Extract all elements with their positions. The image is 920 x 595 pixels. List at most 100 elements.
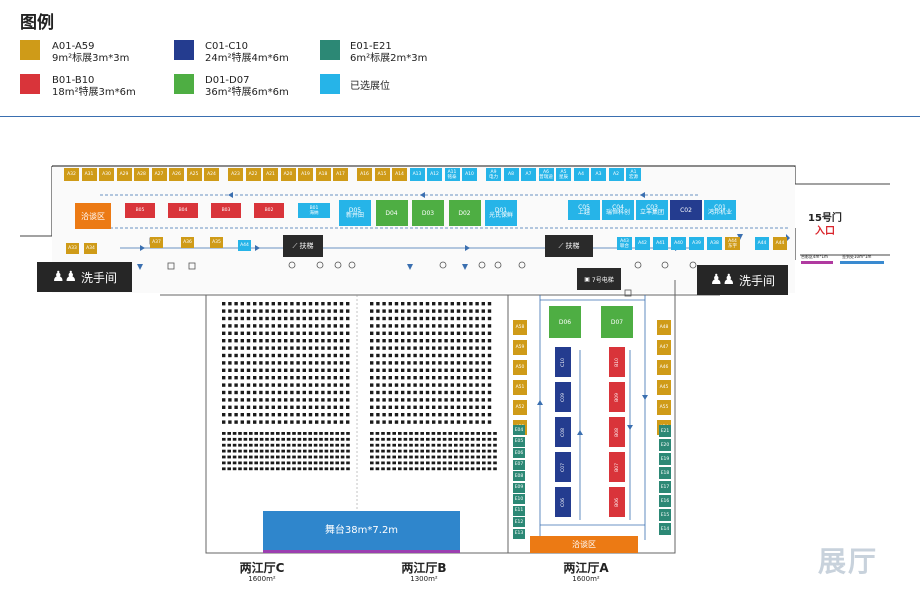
- booth-a34[interactable]: A34: [84, 243, 97, 254]
- booth-b05[interactable]: B05: [125, 203, 155, 218]
- booth-e16[interactable]: E16: [659, 495, 671, 507]
- entrance-label[interactable]: 入口: [815, 226, 835, 237]
- escalator-left[interactable]: ⟋扶梯: [283, 235, 323, 257]
- booth-a55[interactable]: A55: [657, 400, 671, 415]
- booth-a14[interactable]: A14: [392, 168, 407, 181]
- booth-e06[interactable]: E06: [513, 448, 525, 458]
- stage[interactable]: 舞台38m*7.2m: [263, 511, 460, 550]
- booth-a23[interactable]: A23: [228, 168, 243, 181]
- booth-a33[interactable]: A33: [66, 243, 79, 254]
- negotiation-area-bottom[interactable]: 洽谈区: [530, 536, 638, 553]
- booth-a28[interactable]: A28: [134, 168, 149, 181]
- booth-e15[interactable]: E15: [659, 509, 671, 521]
- booth-e07[interactable]: E07: [513, 459, 525, 470]
- booth-a52[interactable]: A52: [513, 400, 527, 415]
- booth-a31[interactable]: A31: [81, 168, 97, 181]
- booth-e05[interactable]: E05: [513, 436, 525, 447]
- booth-a3[interactable]: A3: [591, 168, 606, 181]
- booth-a47[interactable]: A47: [657, 340, 671, 355]
- booth-e04[interactable]: E04: [513, 425, 525, 435]
- booth-e14[interactable]: E14: [659, 523, 671, 535]
- booth-e18[interactable]: E18: [659, 467, 671, 479]
- booth-a29[interactable]: A29: [116, 168, 132, 181]
- booth-d06[interactable]: D06: [549, 306, 581, 338]
- booth-e17[interactable]: E17: [659, 481, 671, 493]
- booth-a19[interactable]: A19: [298, 168, 313, 181]
- booth-c02[interactable]: C02: [670, 200, 702, 220]
- booth-a46[interactable]: A46: [657, 360, 671, 375]
- booth-d04[interactable]: D04: [375, 200, 408, 226]
- booth-a12[interactable]: A12: [427, 168, 442, 181]
- booth-a36[interactable]: A36: [181, 237, 194, 248]
- booth-c06[interactable]: C06: [555, 487, 571, 517]
- booth-d02[interactable]: D02: [448, 200, 481, 226]
- booth-b10[interactable]: B10: [609, 347, 625, 377]
- booth-e09[interactable]: E09: [513, 482, 525, 493]
- booth-a59[interactable]: A59: [513, 340, 527, 355]
- booth-a2[interactable]: A2: [608, 168, 624, 181]
- negotiation-area-left[interactable]: 洽谈区: [75, 203, 111, 229]
- booth-a7[interactable]: A7: [521, 168, 536, 181]
- booth-a30[interactable]: A30: [99, 168, 114, 181]
- booth-e08[interactable]: E08: [513, 471, 525, 481]
- booth-a18[interactable]: A18: [315, 168, 331, 181]
- booth-a15[interactable]: A15: [374, 168, 390, 181]
- booth-a25[interactable]: A25: [186, 168, 202, 181]
- booth-a21[interactable]: A21: [263, 168, 278, 181]
- booth-e21[interactable]: E21: [659, 425, 671, 437]
- booth-e11[interactable]: E11: [513, 505, 525, 516]
- booth-a40[interactable]: A40: [671, 237, 686, 250]
- booth-c07[interactable]: C07: [555, 452, 571, 482]
- booth-b07[interactable]: B07: [609, 452, 625, 482]
- booth-c10[interactable]: C10: [555, 347, 571, 377]
- booth-a26[interactable]: A26: [169, 168, 184, 181]
- booth-a22[interactable]: A22: [245, 168, 261, 181]
- booth-e19[interactable]: E19: [659, 453, 671, 465]
- booth-a35[interactable]: A35: [210, 237, 223, 248]
- booth-c09[interactable]: C09: [555, 382, 571, 412]
- booth-a37[interactable]: A37: [150, 237, 163, 248]
- booth-a39[interactable]: A39: [689, 237, 704, 250]
- booth-a24[interactable]: A24: [204, 168, 219, 181]
- booth-a44[interactable]: A44: [238, 240, 251, 251]
- booth-b08[interactable]: B08: [609, 417, 625, 447]
- booth-a38[interactable]: A38: [707, 237, 722, 250]
- booth-a13[interactable]: A13: [409, 168, 425, 181]
- booth-a58[interactable]: A58: [513, 320, 527, 335]
- booth-b02[interactable]: B02: [254, 203, 284, 218]
- elevator[interactable]: ▣7号电梯: [577, 268, 621, 290]
- booth-a44[interactable]: A44: [755, 237, 769, 250]
- booth-a17[interactable]: A17: [333, 168, 348, 181]
- booth-a8[interactable]: A8: [503, 168, 519, 181]
- booth-a27[interactable]: A27: [151, 168, 167, 181]
- booth-e10[interactable]: E10: [513, 494, 525, 504]
- booth-a16[interactable]: A16: [357, 168, 372, 181]
- booth-b04[interactable]: B04: [168, 203, 198, 218]
- booth-b06[interactable]: B06: [609, 487, 625, 517]
- booth-a48[interactable]: A48: [657, 320, 671, 335]
- booth-e20[interactable]: E20: [659, 439, 671, 451]
- washroom-left[interactable]: ♟♟洗手间: [37, 262, 132, 292]
- booth-a51[interactable]: A51: [513, 380, 527, 395]
- booth-e12[interactable]: E12: [513, 517, 525, 527]
- booth-a4[interactable]: A4: [573, 168, 589, 181]
- booth-a45[interactable]: A45: [657, 380, 671, 395]
- escalator-right[interactable]: ⟋扶梯: [545, 235, 593, 257]
- booth-a50[interactable]: A50: [513, 360, 527, 375]
- booth-a42[interactable]: A42: [635, 237, 650, 250]
- booth-c08[interactable]: C08: [555, 417, 571, 447]
